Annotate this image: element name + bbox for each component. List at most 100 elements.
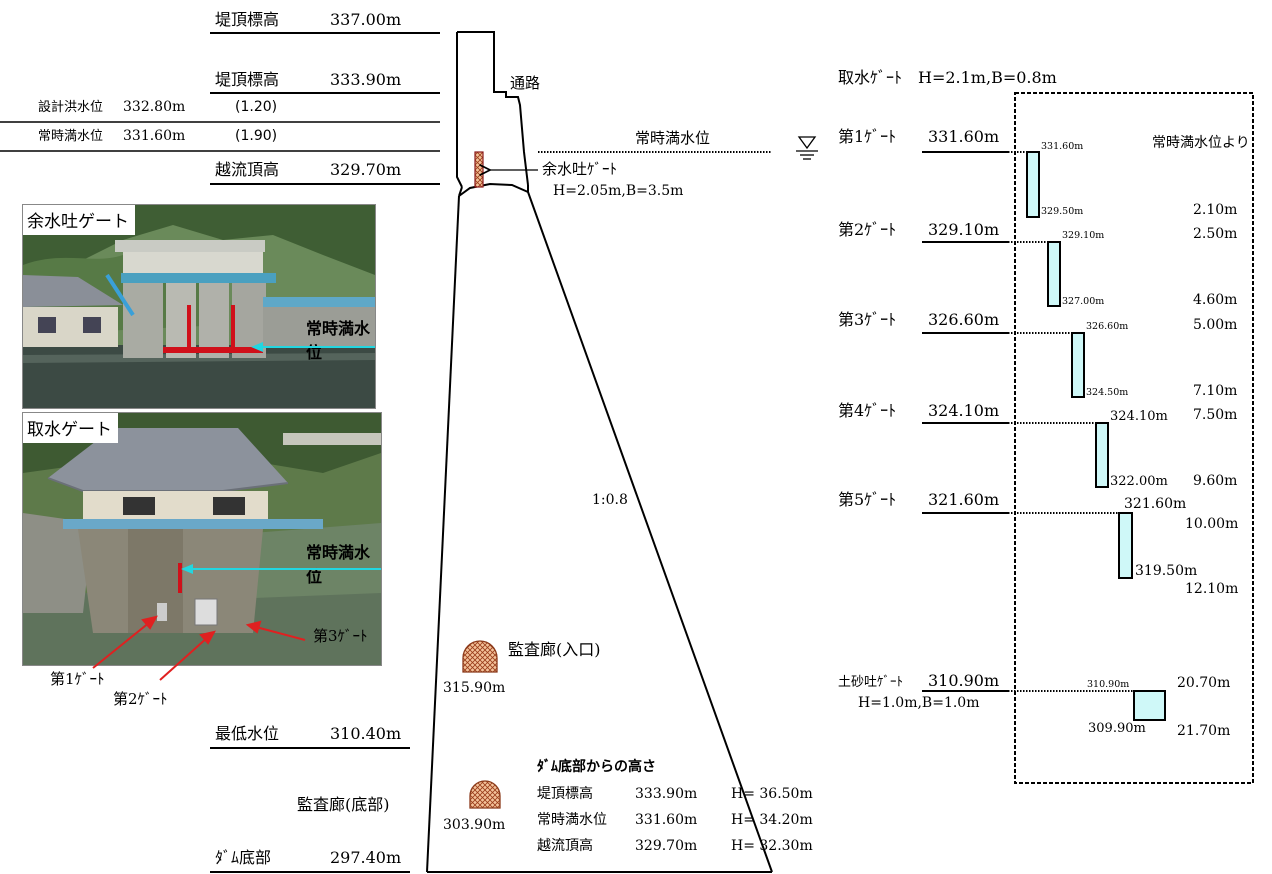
normal-water-label: 常時満水位 bbox=[635, 129, 711, 147]
intake-photo-water-label: 常時満水位 bbox=[306, 543, 371, 586]
gate-4-level: 324.10m bbox=[928, 401, 1000, 420]
height-row-2-name: 常時満水位 bbox=[537, 812, 607, 828]
sediment-depth-top: 20.70m bbox=[1177, 675, 1231, 691]
min-level-value: 310.40m bbox=[330, 724, 402, 743]
depth-1: 2.10m bbox=[1193, 202, 1238, 218]
intake-gate-2-rect bbox=[1047, 241, 1061, 307]
intake-gate-photo: 取水ゲート 常時満水位 第3ｹﾞｰﾄ bbox=[22, 412, 382, 666]
intake-gate-4-rect bbox=[1095, 422, 1109, 488]
gate-2-top: 329.10m bbox=[1062, 230, 1105, 241]
depth-7: 9.60m bbox=[1193, 473, 1238, 489]
gate-3-name: 第3ｹﾞｰﾄ bbox=[838, 310, 897, 329]
crest-label: 堤頂標高 bbox=[215, 70, 280, 89]
intake-gate-1-rect bbox=[1026, 151, 1040, 218]
intake-photo-gate2-label: 第2ｹﾞｰﾄ bbox=[113, 690, 168, 708]
intake-photo-illustration bbox=[23, 413, 381, 665]
intake-gate-frame bbox=[1014, 92, 1254, 784]
passage-label: 通路 bbox=[510, 74, 541, 92]
spillway-cyan-arrow bbox=[251, 342, 375, 352]
depth-5: 7.10m bbox=[1193, 383, 1238, 399]
height-row-3-level: 329.70m bbox=[635, 838, 698, 854]
min-level-label: 最低水位 bbox=[215, 724, 280, 743]
height-row-1-name: 堤頂標高 bbox=[537, 786, 593, 802]
crest-top-value: 337.00m bbox=[330, 10, 402, 29]
gate-3-bottom: 324.50m bbox=[1086, 387, 1129, 398]
overflow-label: 越流頂高 bbox=[215, 160, 280, 179]
gate-1-level: 331.60m bbox=[928, 127, 1000, 146]
overflow-value: 329.70m bbox=[330, 160, 402, 179]
spillway-gate-size: H=2.05m,B=3.5m bbox=[553, 183, 684, 199]
intake-gate-5-rect bbox=[1118, 512, 1133, 579]
depth-2: 2.50m bbox=[1193, 226, 1238, 242]
spillway-gate-photo: 余水吐ゲート 常時満水位 bbox=[22, 204, 376, 409]
height-row-1-level: 333.90m bbox=[635, 786, 698, 802]
sediment-gate-rect bbox=[1133, 690, 1166, 721]
water-level-symbol bbox=[796, 136, 818, 160]
depth-3: 4.60m bbox=[1193, 292, 1238, 308]
depth-4: 5.00m bbox=[1193, 317, 1238, 333]
gate-4-bottom: 322.00m bbox=[1110, 474, 1168, 489]
intake-dotted-lines bbox=[1008, 151, 1134, 692]
intake-photo-caption: 取水ゲート bbox=[23, 413, 118, 443]
dam-body bbox=[426, 31, 773, 873]
spillway-photo-illustration bbox=[23, 205, 375, 408]
sediment-gate-level: 310.90m bbox=[928, 671, 1000, 690]
spillway-gate-label: 余水吐ｹﾞｰﾄ bbox=[542, 160, 618, 178]
gate-3-top: 326.60m bbox=[1086, 321, 1129, 332]
normal-full-diff: (1.90) bbox=[235, 128, 278, 144]
design-flood-diff: (1.20) bbox=[235, 99, 278, 115]
height-row-3-height: H= 32.30m bbox=[731, 838, 813, 854]
gate-1-bottom: 329.50m bbox=[1041, 206, 1084, 217]
gate-5-bottom: 319.50m bbox=[1135, 563, 1198, 579]
gate-2-bottom: 327.00m bbox=[1062, 296, 1105, 307]
gate-4-top: 324.10m bbox=[1110, 409, 1168, 424]
normal-full-label: 常時満水位 bbox=[38, 129, 104, 144]
intake-photo-gate1-label: 第1ｹﾞｰﾄ bbox=[50, 670, 105, 688]
height-table-title: ﾀﾞﾑ底部からの高さ bbox=[537, 759, 656, 775]
sediment-gate-name: 土砂吐ｹﾞｰﾄ bbox=[838, 675, 904, 690]
gallery-entrance-icon bbox=[462, 640, 498, 673]
sediment-gate-top: 310.90m bbox=[1087, 679, 1130, 690]
sediment-gate-bottom: 309.90m bbox=[1088, 721, 1146, 736]
gallery-bottom-icon bbox=[469, 780, 501, 809]
sediment-depth-bottom: 21.70m bbox=[1177, 723, 1231, 739]
gate-2-level: 329.10m bbox=[928, 220, 1000, 239]
gate-4-name: 第4ｹﾞｰﾄ bbox=[838, 401, 897, 420]
height-row-2-level: 331.60m bbox=[635, 812, 698, 828]
gate-1-top: 331.60m bbox=[1041, 141, 1084, 152]
normal-full-value: 331.60m bbox=[123, 128, 186, 144]
depth-6: 7.50m bbox=[1193, 407, 1238, 423]
intake-header: 取水ｹﾞｰﾄ H=2.1m,B=0.8m bbox=[838, 68, 1057, 87]
slope-label: 1:0.8 bbox=[592, 492, 628, 508]
height-row-2-height: H= 34.20m bbox=[731, 812, 813, 828]
gallery-bottom-value: 303.90m bbox=[443, 817, 506, 833]
intake-depth-header: 常時満水位より bbox=[1152, 135, 1250, 151]
depth-9: 12.10m bbox=[1185, 581, 1239, 597]
design-flood-label: 設計洪水位 bbox=[38, 100, 104, 115]
left-level-lines bbox=[0, 32, 440, 873]
sediment-gate-size: H=1.0m,B=1.0m bbox=[858, 695, 980, 711]
gate-3-level: 326.60m bbox=[928, 310, 1000, 329]
design-flood-value: 332.80m bbox=[123, 99, 186, 115]
intake-level-lines bbox=[922, 151, 1008, 692]
gate-5-name: 第5ｹﾞｰﾄ bbox=[838, 490, 897, 509]
gallery-entrance-value: 315.90m bbox=[443, 680, 506, 696]
intake-photo-gate3-label: 第3ｹﾞｰﾄ bbox=[313, 627, 368, 645]
spillway-photo-caption: 余水吐ゲート bbox=[23, 205, 135, 235]
gate-5-level: 321.60m bbox=[928, 490, 1000, 509]
depth-8: 10.00m bbox=[1185, 516, 1239, 532]
height-row-3-name: 越流頂高 bbox=[537, 838, 593, 854]
intake-cyan-arrow bbox=[181, 564, 381, 574]
gallery-entrance-label: 監査廊(入口) bbox=[508, 640, 601, 659]
gate-5-top: 321.60m bbox=[1124, 496, 1187, 512]
intake-gate-3-rect bbox=[1071, 332, 1085, 398]
height-row-1-height: H= 36.50m bbox=[731, 786, 813, 802]
crest-value: 333.90m bbox=[330, 70, 402, 89]
gallery-bottom-label: 監査廊(底部) bbox=[297, 795, 390, 814]
gate-1-name: 第1ｹﾞｰﾄ bbox=[838, 127, 897, 146]
dam-bottom-value: 297.40m bbox=[330, 848, 402, 867]
gate-2-name: 第2ｹﾞｰﾄ bbox=[838, 220, 897, 239]
crest-top-label: 堤頂標高 bbox=[215, 10, 280, 29]
